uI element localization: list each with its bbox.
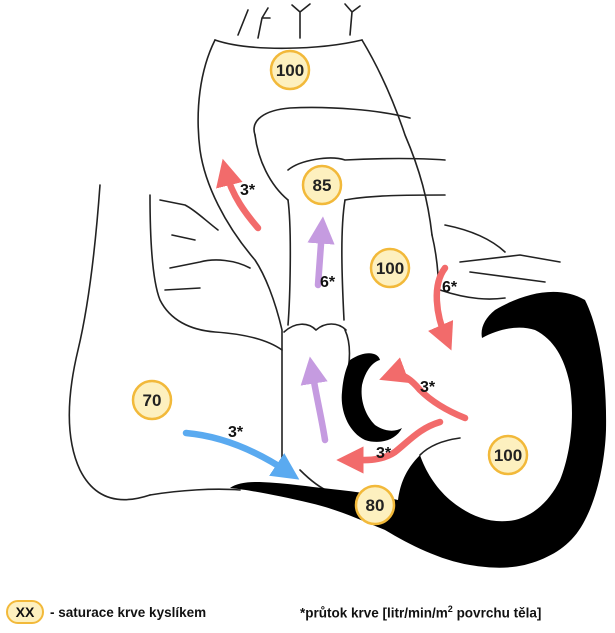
septum-crescent [342, 353, 402, 442]
aorta-outer [198, 40, 282, 470]
badge-left-atrium: 100 [371, 249, 409, 287]
aorta-branch-middle [292, 4, 310, 38]
badge-right-ventricle: 80 [356, 486, 394, 524]
heart-outline [69, 4, 560, 500]
legend-saturation: XX - saturace krve kyslíkem [6, 600, 206, 624]
aorta-branch-right [345, 4, 360, 35]
legend-saturation-text: - saturace krve kyslíkem [50, 605, 206, 620]
badge-aorta-top: 100 [271, 51, 309, 89]
flow-label-pulmonary-veins: 6* [442, 279, 458, 296]
flow-label-vsd-shunt: 3* [376, 445, 392, 462]
flow-label-vena-cava: 3* [228, 424, 244, 441]
pulmonary-trunk-shoulder [345, 195, 445, 200]
flow-label-lv-outflow: 3* [420, 379, 436, 396]
rv-outline [300, 330, 350, 492]
svg-text:85: 85 [313, 176, 332, 195]
legend-badge: XX [6, 600, 44, 624]
legend-flow: *průtok krve [litr/min/m2 povrchu těla] [300, 604, 541, 621]
right-veins [440, 225, 560, 299]
svg-text:100: 100 [276, 61, 304, 80]
legend-flow-text-end: povrchu těla] [453, 606, 542, 621]
aorta-inner-loop [254, 107, 410, 135]
svg-text:80: 80 [366, 496, 385, 515]
aorta-arch-top [215, 40, 362, 48]
svg-text:70: 70 [143, 391, 162, 410]
badge-pulmonary-trunk: 85 [303, 166, 341, 204]
badge-left-ventricle: 100 [489, 436, 527, 474]
pulmonary-valve [284, 324, 346, 332]
svg-text:100: 100 [494, 446, 522, 465]
badge-right-atrium: 70 [133, 381, 171, 419]
flow-label-aorta-arch: 3* [240, 182, 256, 199]
aorta-inner-return [255, 135, 288, 200]
left-branch-upper [160, 200, 218, 230]
aorta-branch-left [238, 8, 270, 38]
left-branch-lower [165, 235, 250, 290]
mitral-leaflet [420, 438, 460, 455]
pulmonary-trunk-left [288, 200, 290, 325]
legend-flow-text: *průtok krve [litr/min/m [300, 606, 448, 621]
arrow-aorta-arch [226, 172, 258, 228]
vena-cava-left [69, 185, 150, 500]
aorta-inner [362, 40, 432, 235]
arrow-lower-trunk [312, 370, 325, 440]
flow-label-pulmonary-trunk: 6* [320, 274, 336, 291]
vena-cava-bottom [150, 489, 240, 495]
svg-text:100: 100 [376, 259, 404, 278]
pulmonary-trunk-right [342, 200, 345, 320]
